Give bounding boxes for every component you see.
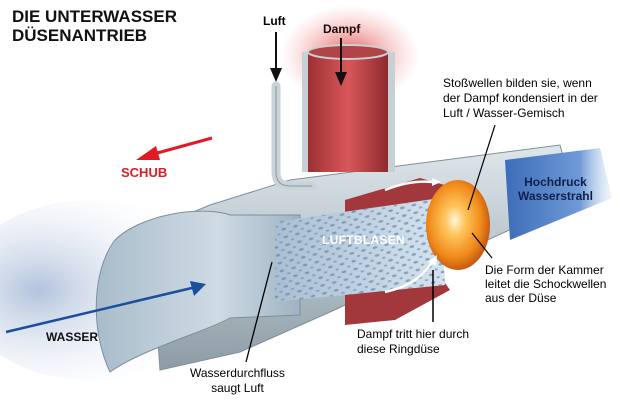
wasserdurchfluss-line-2: saugt Luft [211,381,264,395]
stosswellen-line-1: Stoßwellen bilden sie, wenn [443,76,592,90]
stosswellen-callout-line [467,124,496,211]
steam-flow-arrow-upper [384,180,433,192]
annotation-wasserdurchfluss: Wasserdurchfluss saugt Luft [190,366,285,396]
label-luft: Luft [263,14,286,28]
annotation-stosswellen: Stoßwellen bilden sie, wenn der Dampf ko… [443,76,598,121]
kammer-line-3: aus der Düse [485,291,557,305]
ringduese-line-1: Dampf tritt hier durch [357,327,470,341]
label-schub: SCHUB [121,165,168,180]
high-pressure-jet [505,148,612,240]
air-pipe-outline [275,86,312,187]
hochdruck-line-1: Hochdruck [524,175,587,189]
water-arrow [5,285,197,334]
hochdruck-line-2: Wasserstrahl [518,189,593,204]
steam-pipe-wall-right [388,52,395,172]
steam-flow-arrowhead-lower [428,255,437,266]
diagram-title: DIE UNTERWASSER DÜSENANTRIEB [12,7,177,45]
label-luftblasen: LUFTBLASEN [322,233,405,247]
shockwave-zone [426,180,490,270]
dampf-arrowhead [335,72,347,86]
kammer-line-2: leitet die Schockwellen [485,277,607,291]
stosswellen-line-2: der Dampf kondensiert in der [443,91,598,105]
label-dampf: Dampf [323,22,361,36]
steam-pipe [308,52,388,172]
annotation-ringduese: Dampf tritt hier durch diese Ringdüse [357,327,469,357]
luft-arrowhead [270,68,282,82]
label-hochdruck-wasserstrahl: Hochdruck Wasserstrahl [518,175,593,204]
steam-pipe-rim [307,44,389,60]
title-line-2: DÜSENANTRIEB [12,26,148,45]
thrust-arrow [149,136,213,157]
steam-flow-arrow-lower [384,261,434,294]
steam-flow-arrowhead-upper [432,178,441,186]
kammer-callout-line [471,232,493,259]
ringduese-line-2: diese Ringdüse [357,342,440,356]
label-wasser: WASSER [46,330,99,344]
steam-pipe-wall-left [302,52,308,172]
wasserdurchfluss-callout-line [245,261,273,363]
annotation-kammer: Die Form der Kammer leitet die Schockwel… [485,263,606,305]
water-arrowhead [190,281,206,296]
kammer-line-1: Die Form der Kammer [485,263,604,277]
wasserdurchfluss-line-1: Wasserdurchfluss [190,366,285,380]
stosswellen-line-3: Luft / Wasser-Gemisch [443,106,565,120]
air-bubbles [275,198,445,302]
title-line-1: DIE UNTERWASSER [12,7,177,26]
thrust-arrowhead [136,146,160,160]
